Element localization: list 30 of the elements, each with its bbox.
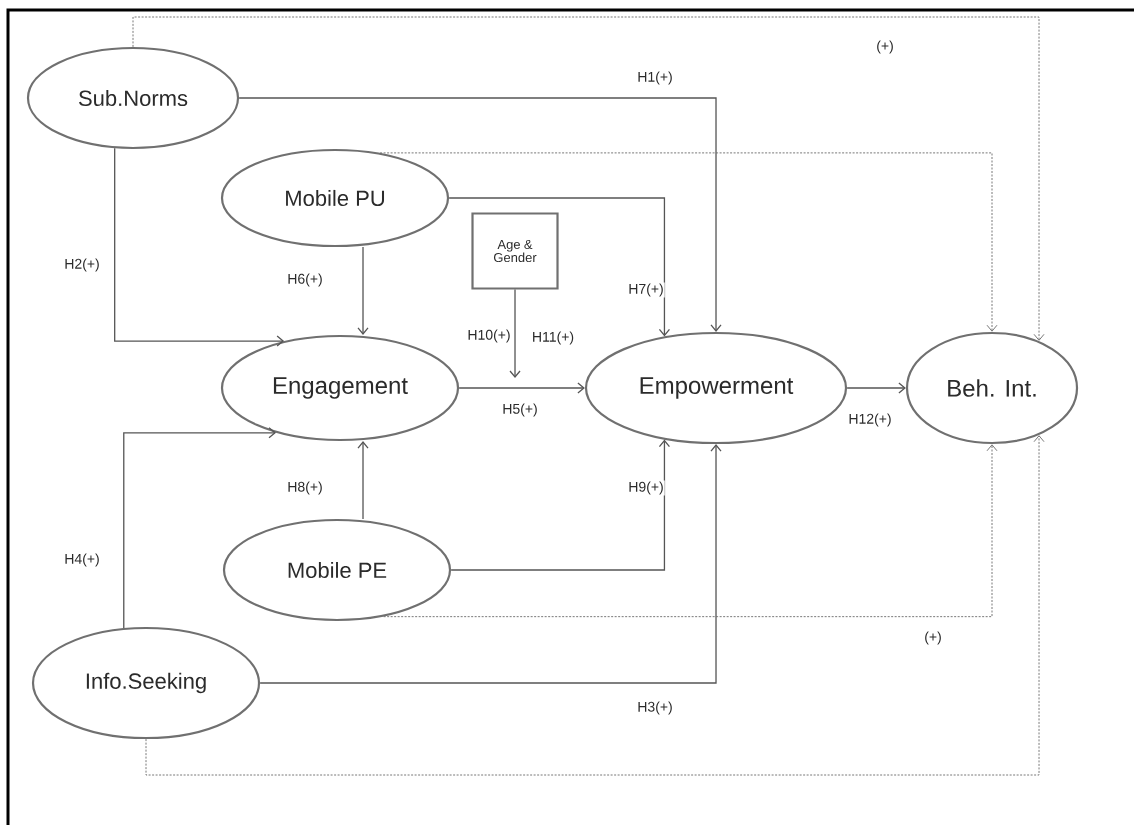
edge-label: H12(+): [847, 412, 893, 428]
edge-label: H8(+): [286, 480, 324, 496]
edge-label: H10(+): [466, 328, 512, 344]
moderator-box: Age & Gender: [471, 212, 559, 290]
arrow: [458, 382, 585, 394]
arrow: [448, 197, 671, 337]
edge-label: (+): [875, 39, 895, 55]
hypothesis-label: (+): [923, 630, 943, 646]
arrow: [383, 444, 998, 618]
edge-label: H1(+): [636, 70, 674, 86]
edge-label: H9(+): [627, 480, 665, 496]
arrow: [450, 439, 671, 571]
edge-label: H6(+): [286, 272, 324, 288]
arrow: [145, 435, 1045, 776]
arrow: [846, 382, 906, 394]
arrow: [114, 147, 285, 347]
arrow: [509, 288, 521, 378]
arrow: [259, 444, 722, 684]
edge-label: H7(+): [627, 282, 665, 298]
arrow: [238, 97, 722, 332]
hypothesis-label: H11(+): [530, 330, 576, 346]
arrow: [357, 246, 369, 335]
edge-label: H2(+): [63, 257, 101, 273]
edge-label: H4(+): [63, 552, 101, 568]
arrow: [357, 441, 369, 520]
edge-label: H3(+): [636, 700, 674, 716]
edge-label: H5(+): [501, 402, 539, 418]
arrow: [132, 16, 1045, 341]
arrow: [123, 427, 277, 629]
arrow: [379, 152, 998, 332]
